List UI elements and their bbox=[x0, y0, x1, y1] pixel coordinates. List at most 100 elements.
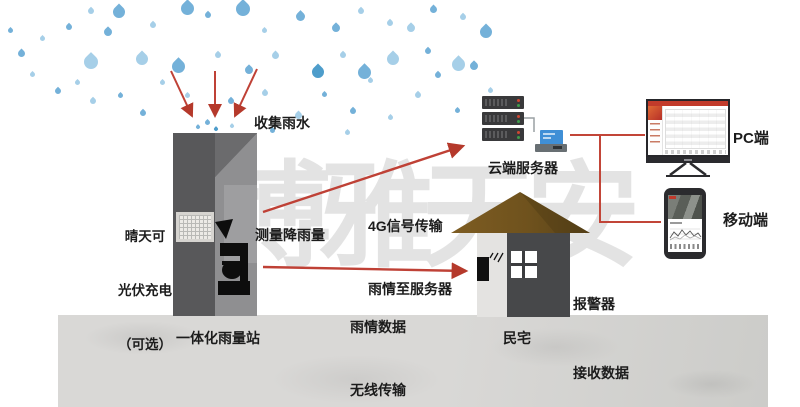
raindrop-icon bbox=[86, 6, 96, 16]
monitor-screen bbox=[648, 101, 728, 155]
raindrop-icon bbox=[38, 34, 47, 43]
label-house-caption: 民宅 bbox=[503, 330, 531, 346]
app-pagination bbox=[665, 150, 726, 154]
raindrop-icon bbox=[366, 76, 375, 85]
modem-base bbox=[535, 144, 567, 152]
raindrop-icon bbox=[226, 96, 236, 106]
raindrop-icon bbox=[73, 78, 82, 87]
label-measure-rain: 测量降雨量 bbox=[255, 227, 325, 243]
raindrop-icon bbox=[385, 18, 395, 28]
label-cloud-server: 云端服务器 bbox=[488, 160, 558, 176]
server-vents bbox=[485, 115, 509, 122]
house-window bbox=[511, 251, 537, 278]
label-alarm-note: 报警器 接收数据 进行预警 bbox=[573, 296, 629, 381]
rain-layer bbox=[0, 0, 500, 150]
raindrop-icon bbox=[384, 50, 402, 68]
raindrop-icon bbox=[203, 118, 212, 127]
raindrop-icon bbox=[158, 78, 167, 87]
server-vents bbox=[485, 99, 509, 106]
ground bbox=[58, 315, 768, 407]
raindrop-icon bbox=[428, 4, 439, 15]
phone-app-badge bbox=[669, 196, 676, 199]
raindrop-icon bbox=[477, 23, 495, 41]
label-4g-transmission: 4G信号传输 雨情至服务器 bbox=[368, 218, 452, 297]
raindrop-icon bbox=[148, 20, 158, 30]
raindrop-icon bbox=[405, 22, 417, 34]
monitor-bezel bbox=[646, 157, 730, 163]
raindrop-icon bbox=[64, 22, 74, 32]
raindrop-icon bbox=[28, 70, 37, 79]
label-collect-rain: 收集雨水 bbox=[254, 115, 310, 131]
raindrop-icon bbox=[320, 90, 329, 99]
server-unit-icon bbox=[482, 128, 524, 141]
raindrop-icon bbox=[343, 128, 352, 137]
app-sidebar-menu bbox=[650, 123, 660, 145]
phone-screen bbox=[668, 195, 702, 252]
raindrop-icon bbox=[330, 22, 342, 34]
raindrop-icon bbox=[453, 106, 462, 115]
cloud-server-icon bbox=[482, 96, 572, 156]
raindrop-icon bbox=[213, 126, 219, 132]
phone-chart-title bbox=[670, 222, 682, 224]
raindrop-icon bbox=[260, 26, 269, 35]
house-icon bbox=[443, 188, 603, 318]
raindrop-icon bbox=[53, 86, 63, 96]
phone-camera-photo bbox=[668, 195, 702, 219]
phone-rain-chart bbox=[669, 228, 702, 241]
monitor-frame bbox=[646, 99, 730, 157]
app-sidebar-hero bbox=[648, 106, 662, 120]
raindrop-icon bbox=[338, 50, 348, 60]
raindrop-icon bbox=[195, 124, 201, 130]
label-mobile: 移动端 bbox=[723, 212, 769, 229]
raindrop-icon bbox=[110, 3, 128, 21]
raindrop-icon bbox=[413, 90, 423, 100]
raindrop-icon bbox=[133, 50, 151, 68]
rain-station-icon bbox=[173, 133, 257, 316]
raindrop-icon bbox=[433, 70, 443, 80]
server-unit-icon bbox=[482, 112, 524, 125]
raindrop-icon bbox=[294, 10, 307, 23]
raindrop-icon bbox=[213, 50, 223, 60]
raindrop-icon bbox=[6, 26, 15, 35]
raindrop-icon bbox=[309, 63, 327, 81]
label-pc: PC端 bbox=[733, 130, 769, 147]
mobile-phone-icon bbox=[664, 188, 706, 259]
label-solar-note: 晴天可 光伏充电 （可选） bbox=[118, 229, 172, 352]
raindrop-icon bbox=[423, 46, 433, 56]
raindrop-icon bbox=[458, 12, 468, 22]
server-cable bbox=[524, 117, 535, 132]
raindrop-icon bbox=[138, 108, 148, 118]
raindrop-icon bbox=[169, 57, 188, 76]
tipping-bucket-icon bbox=[215, 219, 250, 295]
raindrop-icon bbox=[81, 52, 101, 72]
label-station-caption: 一体化雨量站 bbox=[176, 330, 260, 346]
raindrop-icon bbox=[270, 50, 281, 61]
alarm-device-icon bbox=[477, 257, 489, 281]
app-header-bar bbox=[648, 101, 728, 106]
raindrop-icon bbox=[203, 10, 213, 20]
raindrop-icon bbox=[348, 106, 358, 116]
raindrop-icon bbox=[16, 48, 27, 59]
server-vents bbox=[485, 131, 509, 138]
raindrop-icon bbox=[116, 91, 125, 100]
raindrop-icon bbox=[260, 88, 270, 98]
phone-axis-ticks bbox=[670, 244, 700, 249]
label-wireless-transmission: 雨情数据 无线传输 bbox=[350, 319, 406, 398]
modem-icon bbox=[540, 130, 563, 145]
tower-bevel bbox=[215, 133, 257, 177]
raindrop-icon bbox=[449, 55, 468, 74]
server-unit-icon bbox=[482, 96, 524, 109]
raindrop-icon bbox=[88, 96, 98, 106]
raindrop-icon bbox=[468, 60, 480, 72]
app-sidebar bbox=[648, 106, 663, 155]
raindrop-icon bbox=[243, 64, 255, 76]
app-data-table bbox=[665, 109, 726, 149]
raindrop-icon bbox=[233, 0, 253, 19]
sound-wave-icon bbox=[489, 252, 504, 263]
raindrop-icon bbox=[356, 6, 366, 16]
raindrop-icon bbox=[183, 91, 192, 100]
raindrop-icon bbox=[178, 0, 197, 18]
house-roof bbox=[451, 192, 590, 233]
solar-panel-icon bbox=[176, 212, 214, 242]
